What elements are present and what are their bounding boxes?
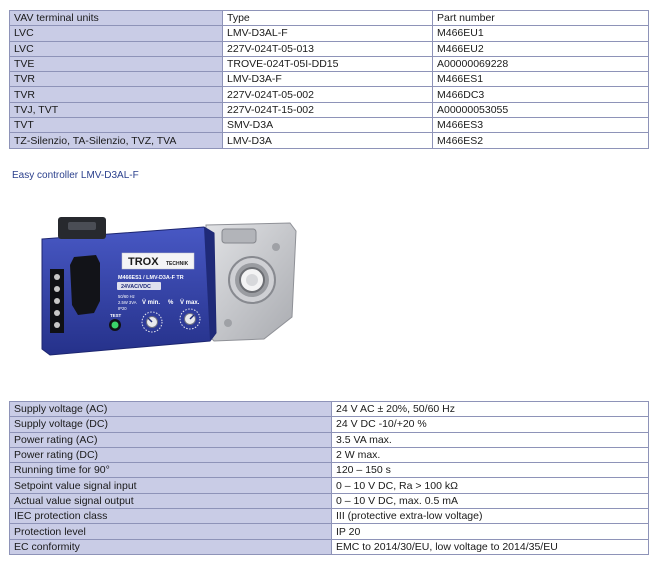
- cell-spec-label: Power rating (DC): [9, 446, 332, 464]
- test-label: TEST: [110, 313, 122, 318]
- cell-spec-label: Supply voltage (AC): [9, 400, 332, 418]
- terminal-block: [50, 269, 64, 333]
- cell-spec-label: EC conformity: [9, 538, 332, 555]
- cell-type: TROVE-024T-05I-DD15: [222, 55, 433, 73]
- cell-spec-value: 120 – 150 s: [331, 462, 649, 479]
- cell-spec-label: Actual value signal output: [9, 492, 332, 510]
- cell-spec-label: Supply voltage (DC): [9, 416, 332, 433]
- cell-spec-value: 0 – 10 V DC, Ra > 100 kΩ: [331, 477, 649, 494]
- cell-spec-label: Setpoint value signal input: [9, 477, 332, 494]
- cell-type: Type: [222, 9, 433, 27]
- cell-part-number: M466ES1: [432, 71, 649, 88]
- cell-spec-value: 2 W max.: [331, 446, 649, 464]
- model-label: M466ES1 / LMV-D3A-F TR: [118, 275, 184, 281]
- ip-label: IP20: [118, 306, 127, 311]
- table-row: Power rating (AC)3.5 VA max.: [9, 431, 649, 448]
- cell-spec-value: 24 V AC ± 20%, 50/60 Hz: [331, 400, 649, 418]
- cell-spec-value: IP 20: [331, 523, 649, 540]
- blue-controller-body: TROX TECHNIK M466ES1 / LMV-D3A-F TR 24VA…: [41, 217, 217, 356]
- cell-spec-value: 24 V DC -10/+20 %: [331, 416, 649, 433]
- cell-part-number: M466ES3: [432, 117, 649, 134]
- table-row: Power rating (DC)2 W max.: [9, 446, 649, 464]
- cell-part-number: M466DC3: [432, 86, 649, 103]
- vmax-label: V̇ max.: [180, 299, 200, 306]
- brand-sub-text: TECHNIK: [166, 261, 189, 267]
- cell-unit: TVT: [9, 117, 223, 134]
- cell-part-number: Part number: [432, 9, 649, 27]
- cell-type: 227V-024T-05-013: [222, 40, 433, 57]
- vmin-label: V̇ min.: [142, 299, 160, 306]
- cell-spec-value: III (protective extra-low voltage): [331, 508, 649, 525]
- cell-spec-label: Protection level: [9, 523, 332, 540]
- brand-label: TROX TECHNIK: [121, 252, 195, 270]
- cell-part-number: A00000069228: [432, 55, 649, 73]
- cell-part-number: M466EU2: [432, 40, 649, 57]
- cell-spec-label: Running time for 90°: [9, 462, 332, 479]
- cell-unit: LVC: [9, 40, 223, 57]
- brand-text: TROX: [128, 256, 159, 268]
- cell-type: LMV-D3A-F: [222, 71, 433, 88]
- figure-caption: Easy controller LMV-D3AL-F: [12, 170, 139, 181]
- cell-unit: TZ-Silenzio, TA-Silenzio, TVZ, TVA: [9, 132, 223, 149]
- table-row: Running time for 90°120 – 150 s: [9, 462, 649, 479]
- table-row: Supply voltage (AC)24 V AC ± 20%, 50/60 …: [9, 400, 649, 418]
- cell-unit: LVC: [9, 25, 223, 42]
- percent-label: %: [168, 300, 174, 306]
- cell-type: LMV-D3A: [222, 132, 433, 149]
- cell-spec-label: Power rating (AC): [9, 431, 332, 448]
- grey-housing: [203, 222, 297, 342]
- cell-type: 227V-024T-15-002: [222, 101, 433, 119]
- cell-type: SMV-D3A: [222, 117, 433, 134]
- connector-recess: [70, 255, 100, 315]
- cell-unit: TVR: [9, 71, 223, 88]
- cell-unit: TVE: [9, 55, 223, 73]
- table-row: Supply voltage (DC)24 V DC -10/+20 %: [9, 416, 649, 433]
- vmax-dial[interactable]: [179, 308, 201, 330]
- specifications-table: Supply voltage (AC)24 V AC ± 20%, 50/60 …: [9, 400, 649, 555]
- cell-spec-value: 0 – 10 V DC, max. 0.5 mA: [331, 492, 649, 510]
- cell-type: 227V-024T-05-002: [222, 86, 433, 103]
- cell-unit: TVJ, TVT: [9, 101, 223, 119]
- cell-unit: TVR: [9, 86, 223, 103]
- cell-spec-label: IEC protection class: [9, 508, 332, 525]
- cell-spec-value: 3.5 VA max.: [331, 431, 649, 448]
- cell-spec-value: EMC to 2014/30/EU, low voltage to 2014/3…: [331, 538, 649, 555]
- cell-part-number: M466EU1: [432, 25, 649, 42]
- cell-part-number: A00000053055: [432, 101, 649, 119]
- cell-unit: VAV terminal units: [9, 9, 223, 27]
- cell-type: LMV-D3AL-F: [222, 25, 433, 42]
- cell-part-number: M466ES2: [432, 132, 649, 149]
- voltage-label: 24VAC/VDC: [121, 284, 151, 290]
- controller-device-image: TROX TECHNIK M466ES1 / LMV-D3A-F TR 24VA…: [41, 217, 297, 356]
- frequency-label: 50/60 Hz: [118, 294, 135, 299]
- vmin-dial[interactable]: [141, 311, 163, 333]
- power-label: 2.5W 3VA: [118, 300, 137, 305]
